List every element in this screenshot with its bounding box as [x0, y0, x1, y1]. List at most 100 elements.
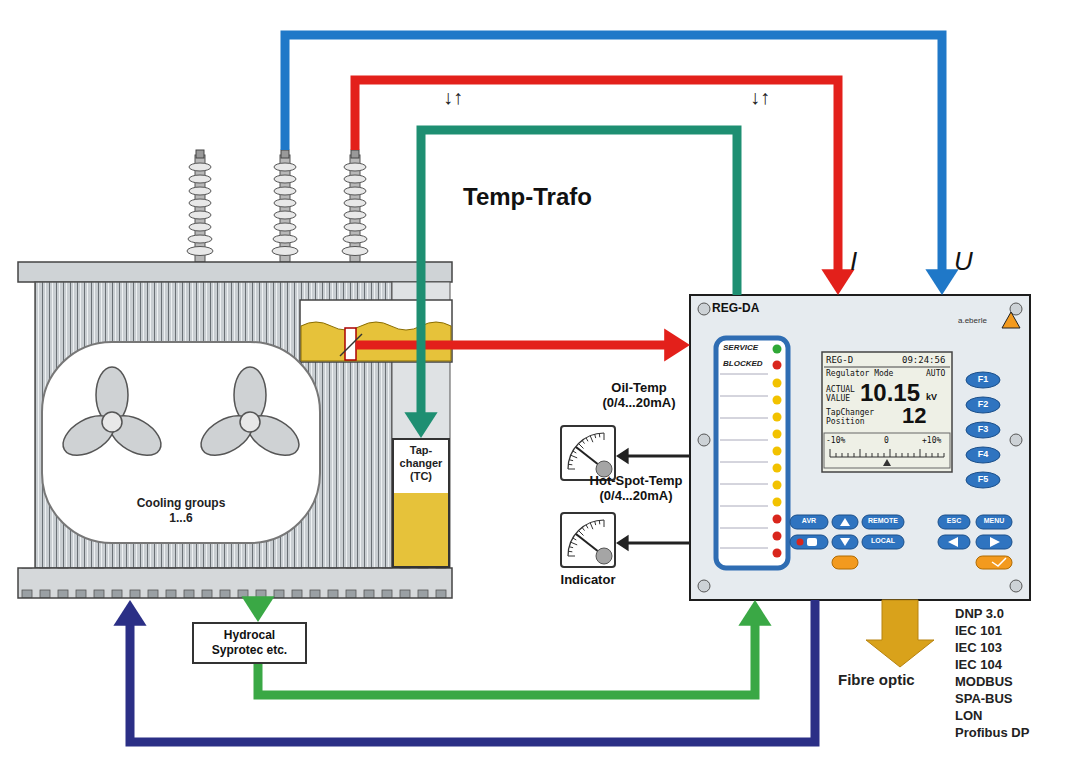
rect-shape [976, 535, 1012, 549]
reg-da-device-text: REG-DA [712, 301, 1016, 315]
line-shape [568, 556, 575, 557]
line-shape [920, 449, 921, 457]
arrowhead [113, 600, 146, 626]
circle-shape [102, 412, 122, 432]
polygon-shape [840, 518, 850, 526]
tap-control-line [404, 130, 737, 438]
bidirectional-marker: ↓↑ [443, 86, 463, 109]
screen-text: Regulator Mode [826, 369, 893, 378]
circle-shape [773, 361, 782, 370]
line-shape [590, 523, 593, 530]
line-shape [890, 449, 891, 457]
scale-text: +10% [922, 436, 941, 445]
use-shape [272, 150, 298, 262]
circle-shape [773, 430, 782, 439]
path-shape [301, 322, 451, 361]
rect-shape [832, 535, 858, 549]
rect-shape [976, 556, 1012, 569]
line-shape [586, 525, 588, 529]
line-shape [824, 367, 950, 368]
led-label: BLOCKED [723, 359, 763, 368]
line-shape [848, 453, 849, 457]
circle-shape [1010, 580, 1022, 592]
circle-shape [698, 303, 710, 315]
button-label: AVR [790, 517, 828, 525]
arrowhead [241, 596, 274, 622]
line-shape [866, 453, 867, 457]
protocol-name: IEC 103 [955, 641, 1002, 656]
line-shape [720, 440, 768, 441]
monitoring-line-stroke [258, 621, 755, 695]
rect-shape [938, 535, 970, 549]
transformer-drawing [18, 150, 452, 598]
function-key: F1 [966, 374, 1000, 384]
oil-temp-indicator [560, 425, 616, 481]
function-key: F5 [966, 474, 1000, 484]
hydrocal-box: Hydrocal Syprotec etc. [192, 622, 307, 664]
edge-label: Temp-Trafo [463, 183, 592, 211]
current-line [355, 80, 855, 295]
circle-shape [240, 412, 260, 432]
line-shape [571, 455, 578, 458]
line-shape [568, 551, 572, 553]
rect-shape [345, 328, 356, 360]
line-shape [599, 520, 601, 524]
arrowhead [616, 448, 629, 464]
current-line-stroke [355, 80, 838, 274]
rect-shape [42, 342, 320, 543]
circle-shape [698, 580, 710, 592]
screen-text: REG-D [826, 355, 853, 365]
circle-shape [773, 413, 782, 422]
line-shape [932, 453, 933, 457]
rect-shape [18, 262, 452, 282]
bidirectional-marker: ↓↑ [750, 86, 770, 109]
line-shape [573, 538, 577, 540]
rect-shape [561, 513, 615, 567]
hot-spot-indicator: Indicator [560, 512, 616, 568]
rect-shape [824, 433, 950, 468]
reg-da-device: REG-DA [690, 295, 1030, 600]
use-shape [342, 150, 368, 262]
rect-shape [300, 300, 452, 362]
button-label: ESC [938, 517, 970, 525]
g-shape [830, 449, 944, 457]
edge-label: Oil-Temp (0/4...20mA) [588, 381, 690, 411]
rect-shape [690, 295, 1030, 600]
ellipse-shape [966, 422, 1000, 438]
oil-temp-indicator-outline [560, 425, 616, 481]
line-shape [720, 374, 768, 375]
line-shape [872, 453, 873, 457]
screen-text: 09:24:56 [902, 355, 945, 365]
line-shape [860, 449, 861, 457]
analog-output-line-stroke [626, 542, 690, 545]
arrowhead [664, 328, 690, 361]
button-label: REMOTE [862, 517, 904, 525]
line-shape [599, 433, 601, 437]
edge-label: Hot-Spot-Temp (0/4...20mA) [582, 474, 690, 504]
tap-changer-text: Tap-changer (TC) [394, 444, 448, 484]
g-shape [720, 374, 768, 548]
monitoring-line [241, 596, 274, 622]
circle-shape [773, 532, 782, 541]
circle-shape [773, 379, 782, 388]
arrowhead [738, 600, 771, 626]
line-shape [854, 453, 855, 457]
ellipse-shape [966, 472, 1000, 488]
circle-shape [773, 464, 782, 473]
function-key: F3 [966, 424, 1000, 434]
rect-shape [976, 515, 1012, 529]
circle-shape [773, 345, 782, 354]
rect-shape [832, 515, 858, 529]
line-shape [842, 453, 843, 457]
line-shape [582, 527, 584, 530]
line-shape [720, 462, 768, 463]
circle-shape [773, 481, 782, 490]
line-shape [902, 453, 903, 457]
protocol-name: IEC 101 [955, 624, 1002, 639]
polygon-shape [948, 537, 958, 547]
line-shape [944, 453, 945, 457]
circle-shape [773, 515, 782, 524]
